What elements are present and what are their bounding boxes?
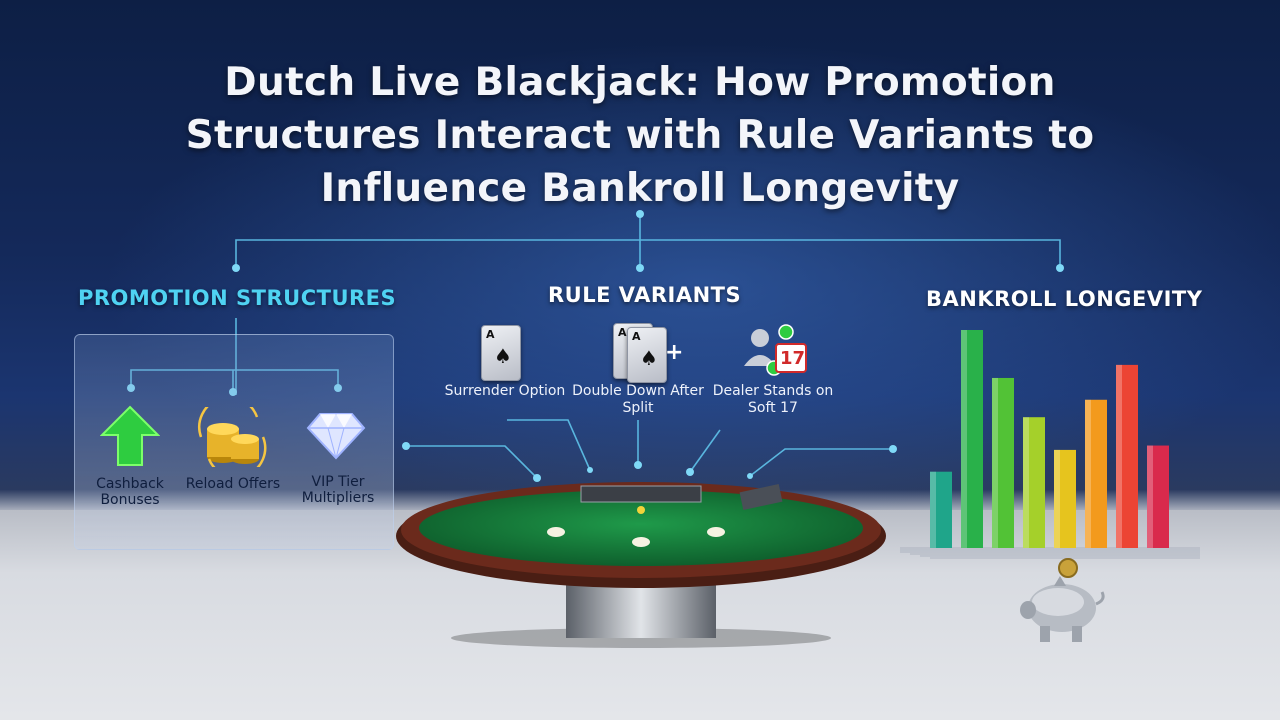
rule-item-label: Double Down After Split [572,383,704,416]
bankroll-longevity-heading: BANKROLL LONGEVITY [926,287,1203,311]
rule-item-dealer-soft17: Dealer Stands on Soft 17 [698,383,848,417]
bankroll-bar-highlight [1116,364,1122,548]
badge-17: 17 [780,348,806,369]
promotion-structures-heading: PROMOTION STRUCTURES [78,286,397,310]
promo-item-label: VIP Tier Multipliers [301,474,375,506]
page-title: Dutch Live Blackjack: How Promotion Stru… [185,60,1095,211]
playing-card-icon: A♠ [481,325,521,381]
coin-stack-icon [197,407,269,467]
diamond-icon [306,412,366,460]
bankroll-bar-highlight [961,330,967,548]
bankroll-bar-highlight [1147,445,1153,548]
bankroll-bar [930,471,952,548]
bankroll-bar-highlight [1085,399,1091,548]
bankroll-bar-highlight [992,377,998,548]
promo-item-label: Cashback Bonuses [96,476,164,508]
promo-item-label: Reload Offers [185,476,281,492]
bankroll-bar-chart [900,330,1200,559]
split-cards-icon-front: A♠ [627,327,667,383]
rule-item-double-down: Double Down After Split [563,383,713,417]
bankroll-bar [1054,449,1076,548]
bankroll-bar [1023,417,1045,548]
rule-item-label: Surrender Option [444,383,566,399]
plus-icon: + [665,340,684,365]
bankroll-bar [1085,399,1107,548]
rule-variants-heading: RULE VARIANTS [548,283,742,307]
piggy-bank-icon [1014,556,1110,648]
bankroll-bar [1147,445,1169,548]
rule-item-surrender: Surrender Option [430,383,580,400]
bankroll-bar [992,377,1014,548]
bankroll-bar-highlight [930,471,936,548]
promo-item-reload: Reload Offers [183,476,283,492]
promo-item-vip: VIP Tier Multipliers [288,474,388,506]
up-arrow-icon [100,405,160,467]
bankroll-bar-highlight [1023,417,1029,548]
dealer-17-icon [740,322,810,378]
bankroll-bar [1116,364,1138,548]
blackjack-table [396,478,886,648]
bankroll-bar [961,330,983,548]
bankroll-bar-highlight [1054,449,1060,548]
rule-item-label: Dealer Stands on Soft 17 [712,383,834,416]
promo-item-cashback: Cashback Bonuses [80,476,180,508]
